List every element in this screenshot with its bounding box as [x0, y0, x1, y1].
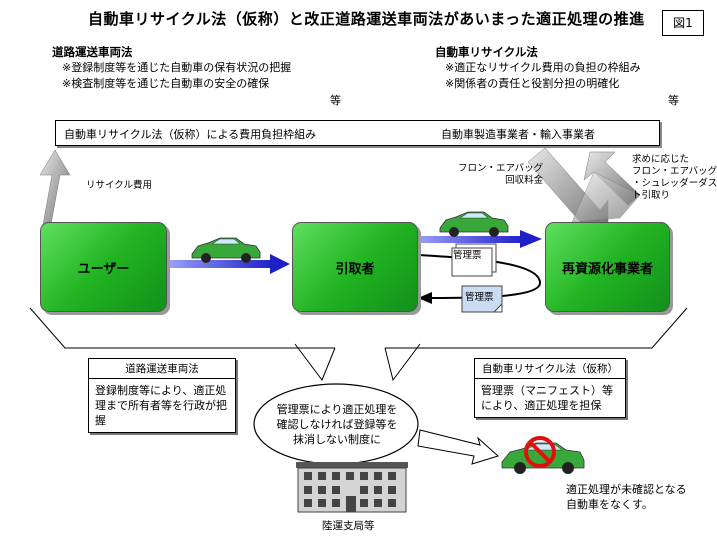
take-back-arrow — [571, 151, 641, 223]
collector-node-label: 引取者 — [335, 261, 375, 277]
recycler-node: 再資源化事業者 — [545, 222, 670, 312]
car-icon — [439, 211, 509, 237]
right-etc: 等 — [668, 94, 679, 107]
recycling-law-box-body: 管理票（マニフェスト）等により、適正処理を担保 — [481, 384, 613, 412]
figure-label: 図1 — [662, 10, 704, 36]
manifest-doc-icon — [451, 243, 497, 277]
collector-to-recycler-arrow — [418, 230, 542, 248]
left-section: 道路運送車両法 ※登録制度等を通じた自動車の保有状況の把握 ※検査制度等を通じた… — [52, 44, 291, 92]
bottom-right-text: 適正処理が未確認となる 自動車をなくす。 — [566, 483, 687, 511]
manifest-label: 管理票 — [453, 250, 482, 261]
user-to-collector-arrow — [168, 254, 290, 274]
prohibition-icon — [524, 436, 556, 468]
recycling-law-box: 自動車リサイクル法（仮称） 管理票（マニフェスト）等により、適正処理を担保 — [474, 358, 626, 418]
recycle-fee-label: リサイクル費用 — [86, 180, 153, 191]
right-section-heading: 自動車リサイクル法 — [435, 45, 538, 59]
road-vehicle-law-box-title: 道路運送車両法 — [89, 359, 235, 379]
building-label: 陸運支局等 — [322, 520, 375, 532]
cost-bar-right-text: 自動車製造事業者・輸入事業者 — [441, 128, 595, 141]
recycle-fee-arrow — [39, 149, 71, 231]
take-back-label: 求めに応じた フロン・エアバッグ ・シュレッダーダス ト引取り — [632, 154, 717, 201]
left-section-item: ※検査制度等を通じた自動車の安全の確保 — [62, 77, 270, 90]
collector-node: 引取者 — [292, 222, 418, 312]
right-section-item: ※適正なリサイクル費用の負担の枠組み — [445, 61, 641, 74]
ellipse-text: 管理票により適正処理を確認しなければ登録等を抹消しない制度に — [276, 403, 398, 446]
cost-bar-left-text: 自動車リサイクル法（仮称）による費用負担枠組み — [64, 128, 317, 141]
road-vehicle-law-box-body: 登録制度等により、適正処理まで所有者等を行政が把握 — [95, 384, 227, 427]
road-vehicle-law-box: 道路運送車両法 登録制度等により、適正処理まで所有者等を行政が把握 — [88, 358, 236, 433]
left-section-heading: 道路運送車両法 — [52, 45, 133, 59]
recycler-node-label: 再資源化事業者 — [561, 261, 653, 277]
manifest-label: 管理票 — [465, 292, 494, 303]
recycling-law-box-title: 自動車リサイクル法（仮称） — [475, 359, 625, 379]
right-section: 自動車リサイクル法 ※適正なリサイクル費用の負担の枠組み ※関係者の責任と役割分… — [435, 44, 641, 92]
right-section-item: ※関係者の責任と役割分担の明確化 — [445, 77, 620, 90]
manifest-doc-icon — [461, 285, 503, 313]
left-etc: 等 — [330, 94, 341, 107]
left-section-item: ※登録制度等を通じた自動車の保有状況の把握 — [62, 61, 292, 74]
user-node-label: ユーザー — [77, 261, 130, 277]
bottom-bracket — [29, 307, 688, 382]
building-icon — [296, 462, 408, 513]
cost-framework-bar: 自動車リサイクル法（仮称）による費用負担枠組み 自動車製造事業者・輸入事業者 — [55, 120, 660, 146]
pointer-arrow — [417, 429, 499, 465]
user-node: ユーザー — [40, 222, 167, 312]
car-icon — [501, 442, 585, 474]
page-title: 自動車リサイクル法（仮称）と改正道路運送車両法があいまった適正処理の推進 — [88, 10, 645, 28]
freon-fee-label: フロン・エアバッグ 回収料金 — [458, 163, 544, 186]
car-icon — [191, 237, 261, 263]
